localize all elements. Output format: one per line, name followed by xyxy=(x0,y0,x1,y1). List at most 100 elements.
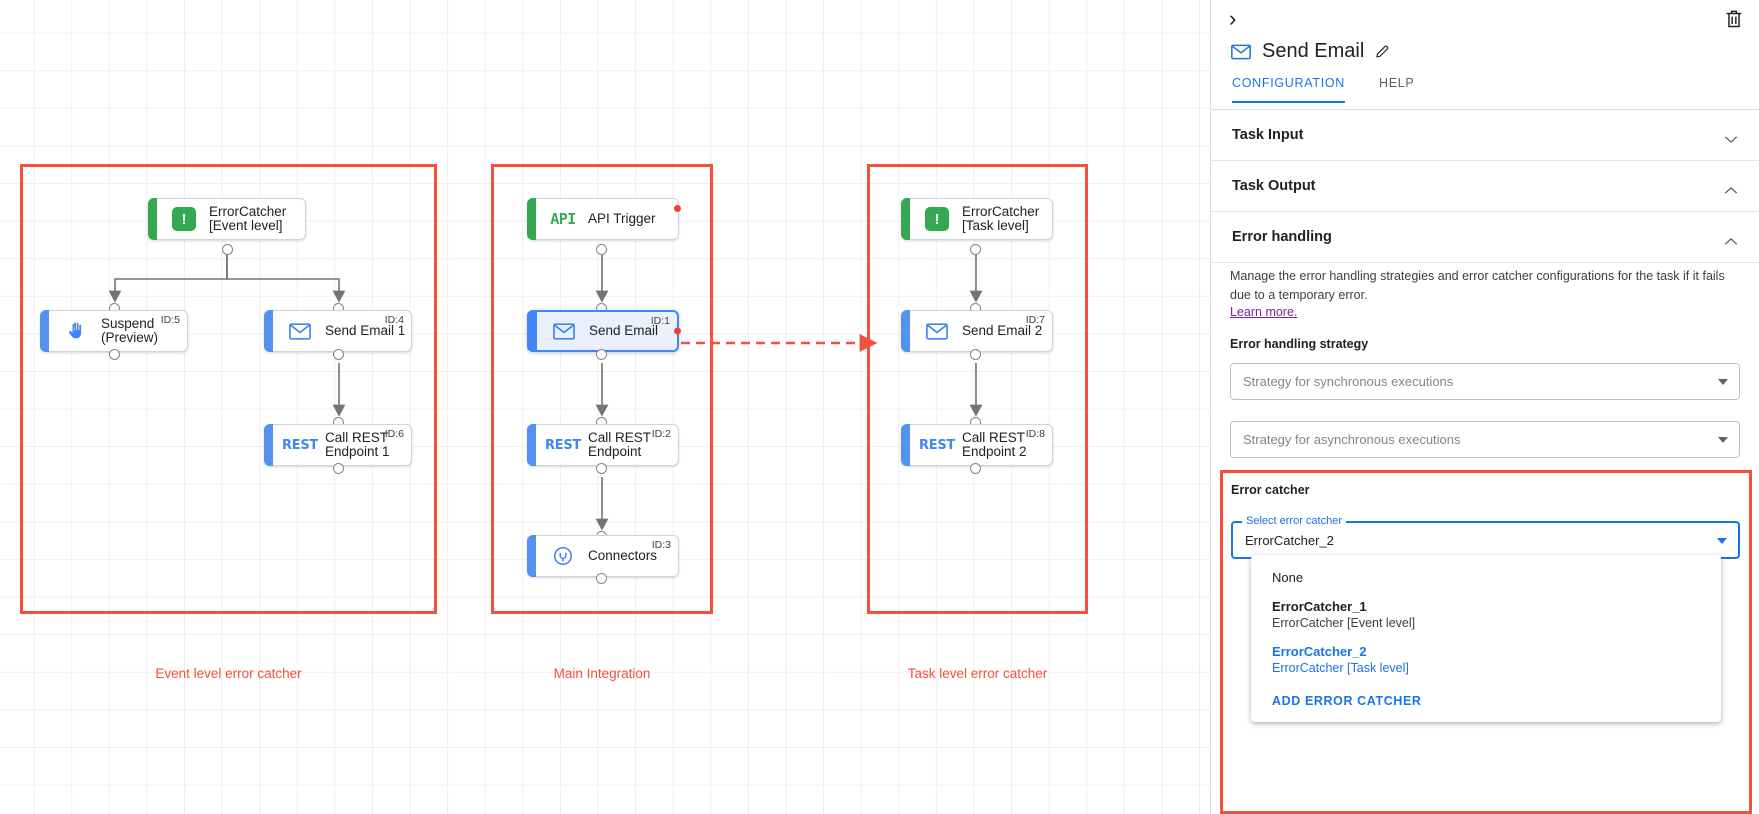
node-accent-bar xyxy=(527,424,536,466)
page-title: Send Email xyxy=(1262,40,1365,62)
node-id: ID:3 xyxy=(651,539,671,551)
node-label: Send Email 2 xyxy=(962,323,1043,338)
task-config-panel: › Send Email xyxy=(1210,0,1759,814)
node-accent-bar xyxy=(901,424,910,466)
group-box-main-integration xyxy=(491,164,713,614)
section-task-output[interactable]: Task Output xyxy=(1211,161,1759,212)
node-port[interactable] xyxy=(333,463,344,474)
chevron-down-icon xyxy=(1724,131,1738,143)
async-strategy-select[interactable]: Strategy for asynchronous executions xyxy=(1230,421,1740,458)
panel-header: › Send Email xyxy=(1211,0,1759,76)
node-call-rest-endpoint-1[interactable]: REST Call REST Endpoint 1 ID:6 xyxy=(264,424,412,466)
hand-icon xyxy=(63,318,89,344)
exclamation-icon: ! xyxy=(171,206,197,232)
node-call-rest-endpoint-2[interactable]: REST Call REST Endpoint 2 ID:8 xyxy=(901,424,1053,466)
api-icon: API xyxy=(550,210,576,228)
flow-canvas[interactable]: Event level error catcher Main Integrati… xyxy=(0,0,1210,814)
node-error-catcher-task-level[interactable]: ! ErrorCatcher [Task level] xyxy=(901,198,1053,240)
node-connectors[interactable]: Connectors ID:3 xyxy=(527,535,679,577)
node-label: Connectors xyxy=(588,548,658,563)
node-port[interactable] xyxy=(970,463,981,474)
rest-icon: REST xyxy=(545,437,581,453)
group-caption-event-level: Event level error catcher xyxy=(155,666,302,681)
node-id: ID:6 xyxy=(384,428,404,440)
envelope-icon xyxy=(1231,44,1251,60)
select-error-catcher-legend: Select error catcher xyxy=(1242,515,1346,527)
node-label: Suspend (Preview) xyxy=(101,316,159,345)
chevron-down-icon xyxy=(1718,379,1728,385)
async-strategy-value: Strategy for asynchronous executions xyxy=(1243,432,1461,447)
add-error-catcher-button[interactable]: ADD ERROR CATCHER xyxy=(1272,694,1422,708)
error-handling-description: Manage the error handling strategies and… xyxy=(1230,269,1725,302)
node-accent-bar xyxy=(264,424,273,466)
section-title: Task Output xyxy=(1232,178,1316,194)
rest-icon: REST xyxy=(919,437,955,453)
node-send-email-selected[interactable]: Send Email ID:1 xyxy=(527,310,681,352)
menu-item-error-catcher-1[interactable]: ErrorCatcher_1 ErrorCatcher [Event level… xyxy=(1251,592,1721,637)
node-send-email-2[interactable]: Send Email 2 ID:7 xyxy=(901,310,1053,352)
panel-title-row: Send Email xyxy=(1231,40,1390,63)
node-id: ID:5 xyxy=(160,314,180,326)
node-port[interactable] xyxy=(333,349,344,360)
node-port[interactable] xyxy=(970,244,981,255)
chevron-down-icon xyxy=(1718,437,1728,443)
delete-task-trash-icon[interactable] xyxy=(1723,8,1745,30)
node-label: Send Email xyxy=(589,323,659,338)
menu-item-title: None xyxy=(1272,570,1304,585)
node-port[interactable] xyxy=(596,244,607,255)
connector-icon xyxy=(550,543,576,569)
node-label: Call REST Endpoint 2 xyxy=(962,430,1027,459)
collapse-panel-chevron-icon[interactable]: › xyxy=(1229,6,1237,31)
node-label: Call REST Endpoint 1 xyxy=(325,430,390,459)
node-accent-bar xyxy=(527,535,536,577)
node-port[interactable] xyxy=(222,244,233,255)
node-port[interactable] xyxy=(109,349,120,360)
node-accent-bar xyxy=(264,310,273,352)
chevron-up-icon xyxy=(1724,182,1738,194)
sync-strategy-value: Strategy for synchronous executions xyxy=(1243,374,1454,389)
node-error-catcher-event-level[interactable]: ! ErrorCatcher [Event level] xyxy=(148,198,306,240)
node-id: ID:2 xyxy=(651,428,671,440)
node-accent-bar xyxy=(40,310,49,352)
envelope-icon xyxy=(551,318,577,344)
node-label: ErrorCatcher [Task level] xyxy=(962,204,1040,233)
menu-item-error-catcher-2[interactable]: ErrorCatcher_2 ErrorCatcher [Task level] xyxy=(1251,637,1721,682)
menu-item-none[interactable]: None xyxy=(1251,563,1721,592)
node-id: ID:4 xyxy=(384,314,404,326)
envelope-icon xyxy=(924,318,950,344)
group-caption-task-level: Task level error catcher xyxy=(907,666,1048,681)
error-catcher-label: Error catcher xyxy=(1231,483,1310,497)
node-port[interactable] xyxy=(596,463,607,474)
node-accent-bar xyxy=(148,198,157,240)
error-indicator-dot xyxy=(674,205,681,212)
edit-pencil-icon[interactable] xyxy=(1375,44,1390,59)
node-accent-bar xyxy=(901,310,910,352)
node-accent-bar xyxy=(527,310,537,352)
node-call-rest-endpoint[interactable]: REST Call REST Endpoint ID:2 xyxy=(527,424,679,466)
node-api-trigger[interactable]: API API Trigger xyxy=(527,198,681,240)
node-suspend[interactable]: Suspend (Preview) ID:5 xyxy=(40,310,188,352)
tab-help[interactable]: HELP xyxy=(1379,76,1415,90)
select-error-catcher[interactable]: Select error catcher ErrorCatcher_2 xyxy=(1231,515,1740,559)
envelope-icon xyxy=(287,318,313,344)
node-port[interactable] xyxy=(596,573,607,584)
sync-strategy-select[interactable]: Strategy for synchronous executions xyxy=(1230,363,1740,400)
tab-configuration[interactable]: CONFIGURATION xyxy=(1232,76,1346,103)
menu-item-title: ErrorCatcher_1 xyxy=(1272,599,1367,614)
select-error-catcher-value: ErrorCatcher_2 xyxy=(1245,532,1334,548)
error-catcher-highlight-box: Error catcher Select error catcher Error… xyxy=(1220,470,1752,814)
group-caption-main-integration: Main Integration xyxy=(553,666,651,681)
node-label: Call REST Endpoint xyxy=(588,430,652,459)
error-indicator-dot xyxy=(674,327,681,335)
exclamation-icon: ! xyxy=(924,206,950,232)
node-label: Send Email 1 xyxy=(325,323,406,338)
section-error-handling[interactable]: Error handling xyxy=(1211,212,1759,263)
section-task-input[interactable]: Task Input xyxy=(1211,110,1759,161)
learn-more-link[interactable]: Learn more. xyxy=(1230,305,1298,319)
node-send-email-1[interactable]: Send Email 1 ID:4 xyxy=(264,310,412,352)
node-port[interactable] xyxy=(970,349,981,360)
menu-item-subtitle: ErrorCatcher [Event level] xyxy=(1272,616,1416,630)
error-catcher-dropdown-menu: None ErrorCatcher_1 ErrorCatcher [Event … xyxy=(1251,555,1721,722)
node-port[interactable] xyxy=(596,349,607,360)
